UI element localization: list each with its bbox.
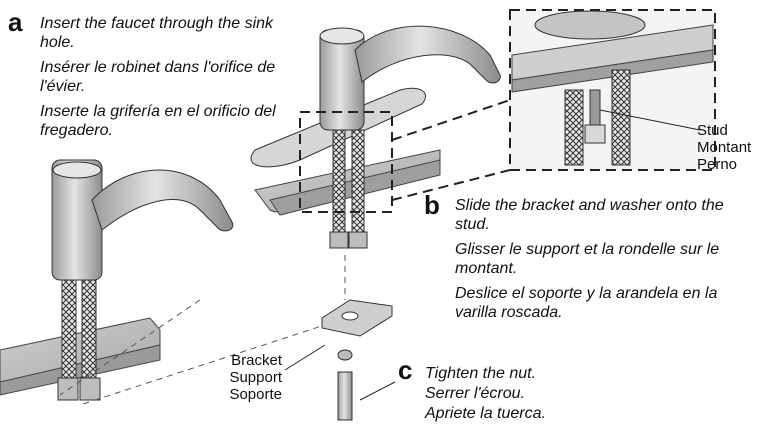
step-a-text: Insert the faucet through the sink hole.…: [40, 14, 285, 146]
bracket-label-fr: Support: [229, 369, 282, 386]
washer-part: [337, 349, 353, 361]
step-c-text: Tighten the nut. Serrer l'écrou. Apriete…: [425, 364, 645, 424]
step-b-french: Glisser le support et la rondelle sur le…: [455, 241, 720, 277]
step-b-letter: b: [424, 190, 440, 220]
step-b-text: Slide the bracket and washer onto the st…: [455, 196, 755, 328]
assembly-dashed-line: [59, 255, 346, 406]
step-a-english: Insert the faucet through the sink hole.: [40, 15, 274, 51]
middle-faucet: [250, 25, 501, 249]
stud-label-fr: Montant: [697, 139, 752, 156]
step-a-letter: a: [8, 7, 23, 37]
left-sink-deck: [0, 317, 161, 396]
stud-label: Stud Montant Perno: [697, 122, 751, 173]
bracket-part: [321, 299, 393, 337]
stud-detail-inset: [509, 9, 716, 171]
bracket-label-en: Bracket: [231, 352, 282, 369]
step-b-spanish: Deslice el soporte y la arandela en la v…: [455, 285, 718, 321]
bracket-label-es: Soporte: [229, 386, 282, 403]
bracket-leader-line: [284, 344, 326, 371]
step-c-letter: c: [398, 355, 413, 385]
step-c-french: Serrer l'écrou.: [425, 385, 525, 402]
stud-label-es: Perno: [697, 156, 738, 173]
step-a-spanish: Inserte la grifería en el orificio del f…: [40, 103, 276, 139]
nut-part: [337, 371, 353, 421]
zoom-connector-lines: [391, 99, 511, 201]
step-c-english: Tighten the nut.: [425, 365, 537, 382]
step-b-english: Slide the bracket and washer onto the st…: [455, 197, 724, 233]
step-a-french: Insérer le robinet dans l'orifice de l'é…: [40, 59, 276, 95]
nut-leader-line: [359, 381, 396, 401]
step-c-spanish: Apriete la tuerca.: [425, 405, 546, 422]
bracket-label: Bracket Support Soporte: [210, 352, 282, 403]
stud-label-en: Stud: [697, 122, 728, 139]
left-faucet: [51, 159, 234, 401]
